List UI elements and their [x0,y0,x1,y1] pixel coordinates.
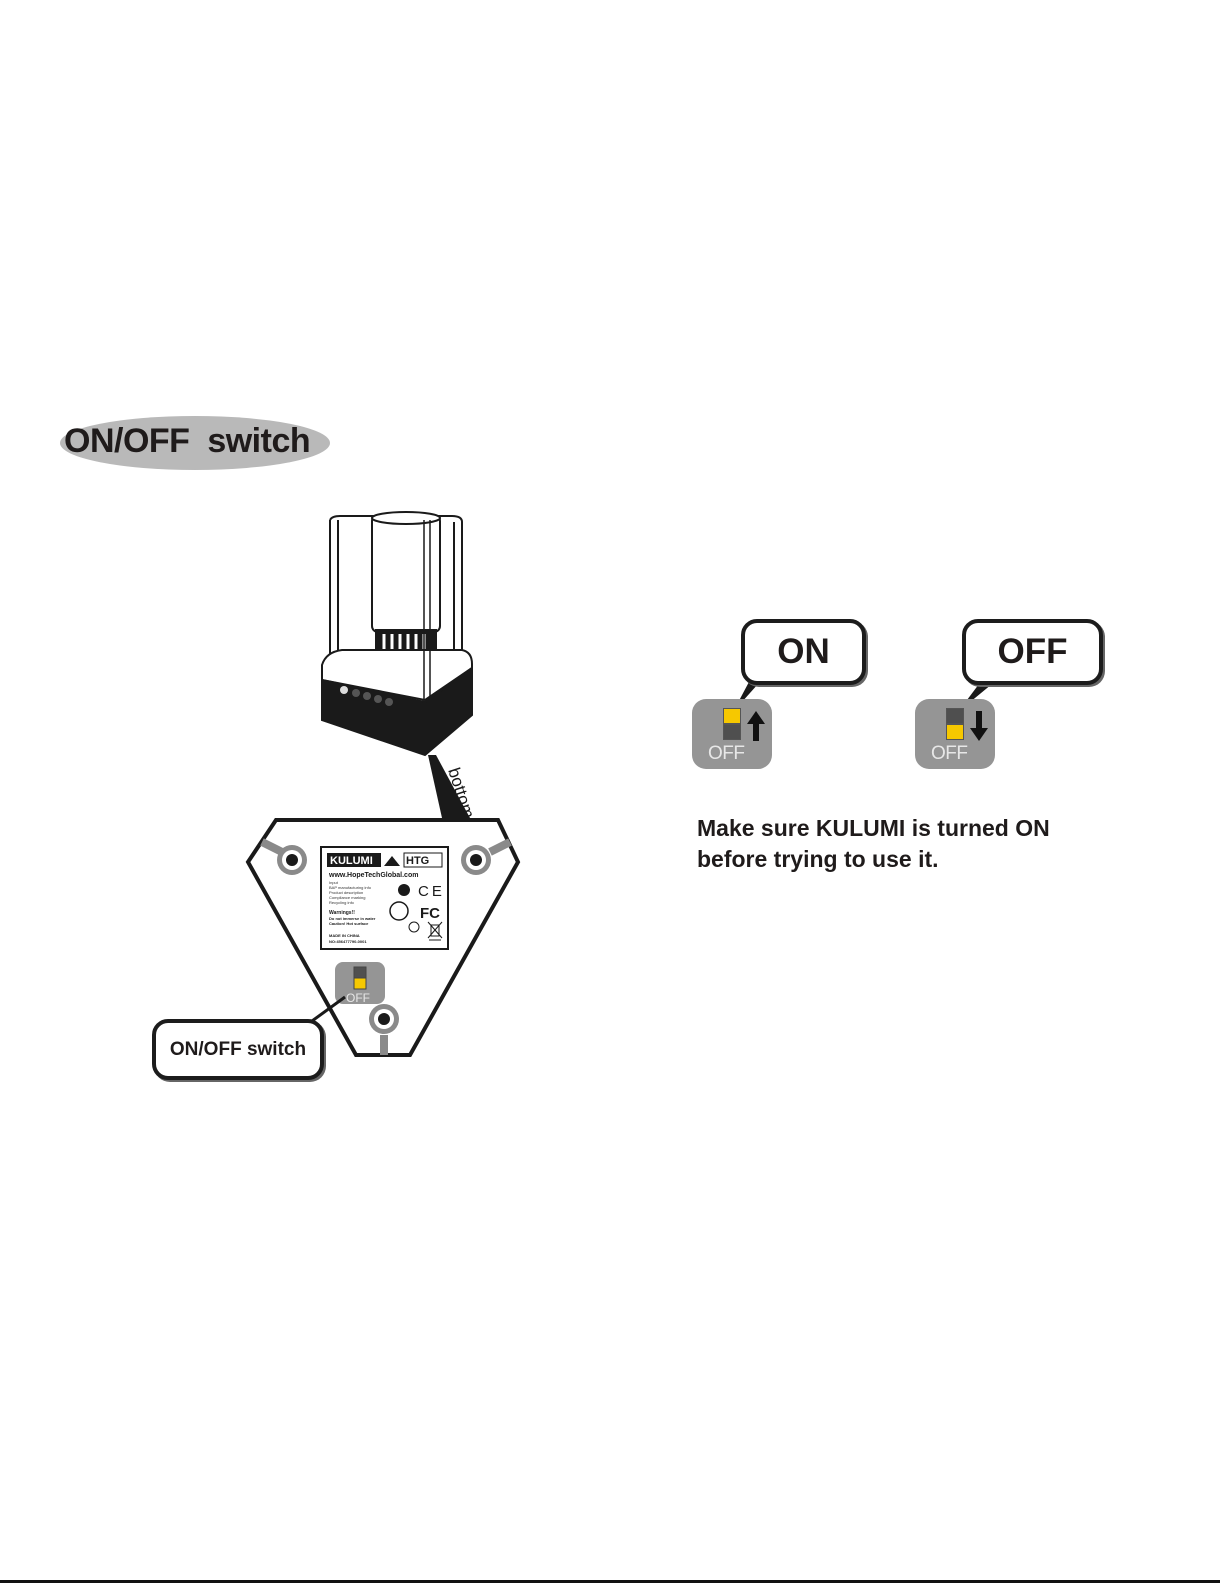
sticker-line: Recycling info [329,900,355,905]
arrow-up-icon [747,711,765,741]
switch-off-text: OFF [931,743,968,764]
arrow-down-icon [970,711,988,741]
base-switch[interactable]: OFF [335,962,385,1005]
switch-top-segment [946,708,964,724]
switch-callout: ON/OFF switch [152,1019,324,1080]
ccc-mark-icon [389,901,409,921]
title-highlight [60,416,330,470]
weee-bin-icon [427,921,443,941]
lantern [321,511,473,757]
instruction-line-1: Make sure KULUMI is turned ON [697,815,1050,841]
switch-off-text: OFF [708,743,745,764]
sticker-brand: KULUMI [330,855,373,867]
page-title: ON/OFF switch [64,422,311,460]
htg-logo-icon [384,856,400,866]
base-switch-off-text: OFF [346,991,370,1005]
callout-leader [311,995,346,1023]
sticker-brand2: HTG [406,855,429,867]
pct-mark-icon [398,884,410,896]
sticker-url: www.HopeTechGlobal.com [328,872,418,879]
pointer-wedge [428,755,470,818]
sticker-line: Compliance marking [329,895,365,900]
sticker-made-in: MADE IN CHINA [329,933,360,938]
ce-mark-icon: C E [418,883,442,900]
sticker-line: Product description [329,890,363,895]
rubber-feet [260,838,512,1055]
instruction-text: Make sure KULUMI is turned ON before try… [697,813,1117,875]
on-callout: ON [741,619,866,685]
section-title: ON/OFF switch [60,416,330,470]
instruction-line-2: before trying to use it. [697,846,939,872]
sticker-serial: NO:456477790-0001 [329,939,367,944]
sticker-warning: Do not immerse in water [329,916,376,921]
sticker-line: BAP manufacturing info [329,885,372,890]
switch-bottom-segment [946,724,964,740]
ul-mark-icon [408,921,420,933]
switch-bottom-segment [723,724,741,740]
sticker-line: Input [329,880,339,885]
sticker-warning: Warnings!! [329,910,355,916]
product-sticker: KULUMI HTG www.HopeTechGlobal.com Input … [320,846,449,950]
switch-off-state: OFF [915,699,995,769]
switch-on-state: OFF [692,699,772,769]
page-bottom-rule [0,1580,1220,1583]
off-callout: OFF [962,619,1103,685]
fcc-mark-icon: FC [420,905,440,922]
switch-top-segment [723,708,741,724]
sticker-warning: Caution! Hot surface [329,921,369,926]
